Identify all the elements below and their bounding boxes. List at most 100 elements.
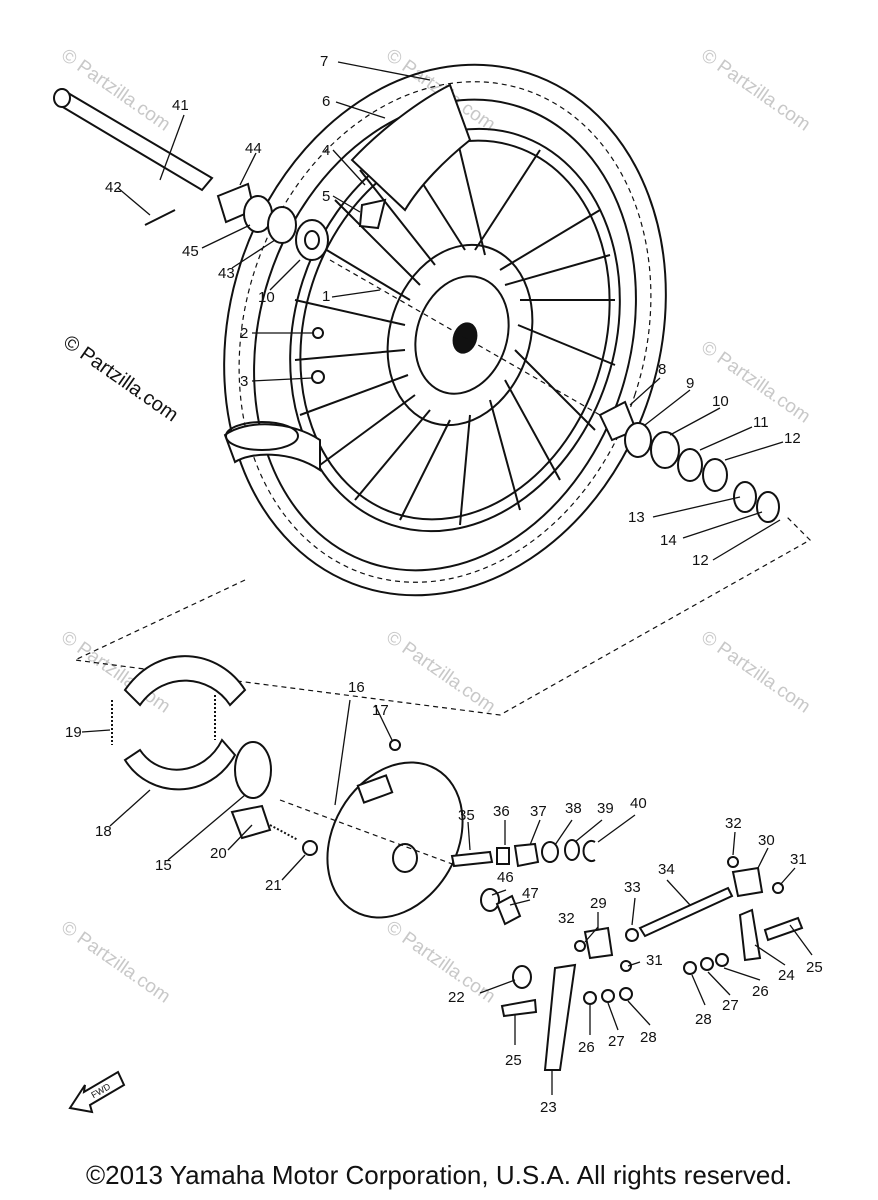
nut-47 (495, 894, 522, 926)
tube-valve (358, 198, 387, 230)
part-label: 25 (806, 959, 823, 976)
part-label: 22 (448, 989, 465, 1006)
part-label: 26 (752, 983, 769, 1000)
tire-inner (253, 98, 637, 572)
part-label: 23 (540, 1099, 557, 1116)
part-label: 31 (646, 952, 663, 969)
bolt-25a (500, 998, 538, 1018)
watermark: © Partzilla.com (697, 45, 814, 136)
part-label: 4 (322, 142, 330, 159)
copyright-notice: ©2013 Yamaha Motor Corporation, U.S.A. A… (85, 1160, 793, 1190)
part-label: 35 (458, 807, 475, 824)
hub-inner (414, 275, 510, 395)
circlip-11 (677, 448, 703, 482)
nut-3 (311, 370, 325, 384)
tire-cutaway (223, 423, 321, 472)
bearing-10-inner (304, 230, 320, 250)
bearing-10 (295, 219, 329, 261)
circlip-40 (582, 840, 596, 862)
part-label: 13 (628, 509, 645, 526)
joint-30 (731, 866, 764, 898)
brake-shoe-lower (123, 738, 237, 791)
part-label: 39 (597, 800, 614, 817)
part-label: 24 (778, 967, 795, 984)
rim (289, 127, 621, 533)
watermark: © Partzilla.com (382, 627, 499, 718)
part-label: 15 (155, 857, 172, 874)
watermark: © Partzilla.com (697, 627, 814, 718)
part-label: 10 (712, 393, 729, 410)
part-label: 45 (182, 243, 199, 260)
part-label: 11 (753, 414, 769, 431)
joint-29 (583, 926, 614, 960)
part-label: 10 (258, 289, 275, 306)
watermark: © Partzilla.com (57, 917, 174, 1008)
bolt-31b (772, 882, 784, 894)
seal-22 (512, 965, 532, 989)
cam-spring (269, 824, 299, 841)
nut-28b (683, 961, 697, 975)
bearing-10b (650, 431, 680, 469)
part-label: 7 (320, 53, 328, 70)
tire-outer (223, 63, 667, 597)
oil-seal-43 (267, 206, 297, 244)
brake-seal-15 (234, 741, 272, 799)
nut-33 (625, 928, 639, 942)
part-label: 6 (322, 93, 330, 110)
part-label: 27 (608, 1033, 625, 1050)
brake-shoe-upper (123, 655, 247, 707)
part-label: 12 (692, 552, 709, 569)
part-label: 28 (640, 1029, 657, 1046)
part-label: 47 (522, 885, 539, 902)
part-label: 9 (686, 375, 694, 392)
washer-36 (496, 847, 510, 865)
spacer-14 (756, 491, 780, 523)
gear-37 (513, 842, 540, 868)
part-label: 3 (240, 373, 248, 390)
part-label: 17 (372, 702, 389, 719)
part-label: 2 (240, 325, 248, 342)
part-label: 30 (758, 832, 775, 849)
part-label: 16 (348, 679, 365, 696)
part-label: 12 (784, 430, 801, 447)
guide-plate (279, 799, 456, 866)
part-label: 44 (245, 140, 262, 157)
part-label: 37 (530, 803, 547, 820)
axle-parts (53, 88, 780, 523)
brake-plate-lug (356, 774, 394, 804)
part-label: 40 (630, 795, 647, 812)
washer-26a (583, 991, 597, 1005)
part-label: 5 (322, 188, 330, 205)
forward-arrow-icon: FWD (68, 1070, 126, 1114)
nut-32a (574, 940, 586, 952)
part-label: 21 (265, 877, 282, 894)
part-label: 46 (497, 869, 514, 886)
axle-head (53, 88, 71, 108)
part-label: 8 (658, 361, 666, 378)
spokes (294, 129, 616, 526)
brake-plate-boss (392, 843, 418, 873)
part-label: 33 (624, 879, 641, 896)
tire-section (225, 421, 299, 451)
part-label: 38 (565, 800, 582, 817)
part-label: 32 (558, 910, 575, 927)
washer-21 (302, 840, 318, 856)
part-label: 25 (505, 1052, 522, 1069)
part-label: 29 (590, 895, 607, 912)
bolt-25b (763, 916, 804, 942)
part-labels: 7 6 41 44 4 42 5 45 43 10 1 2 3 8 9 10 1… (65, 53, 823, 1116)
part-label: 32 (725, 815, 742, 832)
part-label: 43 (218, 265, 235, 282)
cotter-pin (144, 209, 176, 226)
part-label: 34 (658, 861, 675, 878)
nut-28a (619, 987, 633, 1001)
brake-assembly (111, 655, 804, 1071)
washer-27a (601, 989, 615, 1003)
part-label: 27 (722, 997, 739, 1014)
camshaft-20 (230, 804, 272, 840)
part-label: 28 (695, 1011, 712, 1028)
circlip-39 (564, 839, 580, 861)
oil-seal-38 (541, 841, 559, 863)
part-label: 20 (210, 845, 227, 862)
